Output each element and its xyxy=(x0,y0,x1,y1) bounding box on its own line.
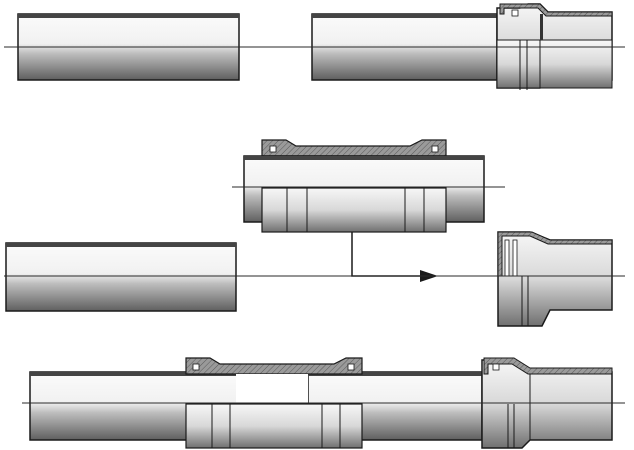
socket-fitting xyxy=(481,357,613,449)
arrow-right-icon xyxy=(351,232,438,282)
row-1-separate-pipes xyxy=(4,3,625,90)
row-2-coupling-assembly xyxy=(4,139,625,327)
pipe-section-left xyxy=(5,242,237,312)
socket-fitting xyxy=(497,231,613,327)
coupling-sleeve xyxy=(232,139,505,233)
coupling-sleeve xyxy=(185,357,363,449)
row-3-assembled-joint xyxy=(22,357,625,449)
